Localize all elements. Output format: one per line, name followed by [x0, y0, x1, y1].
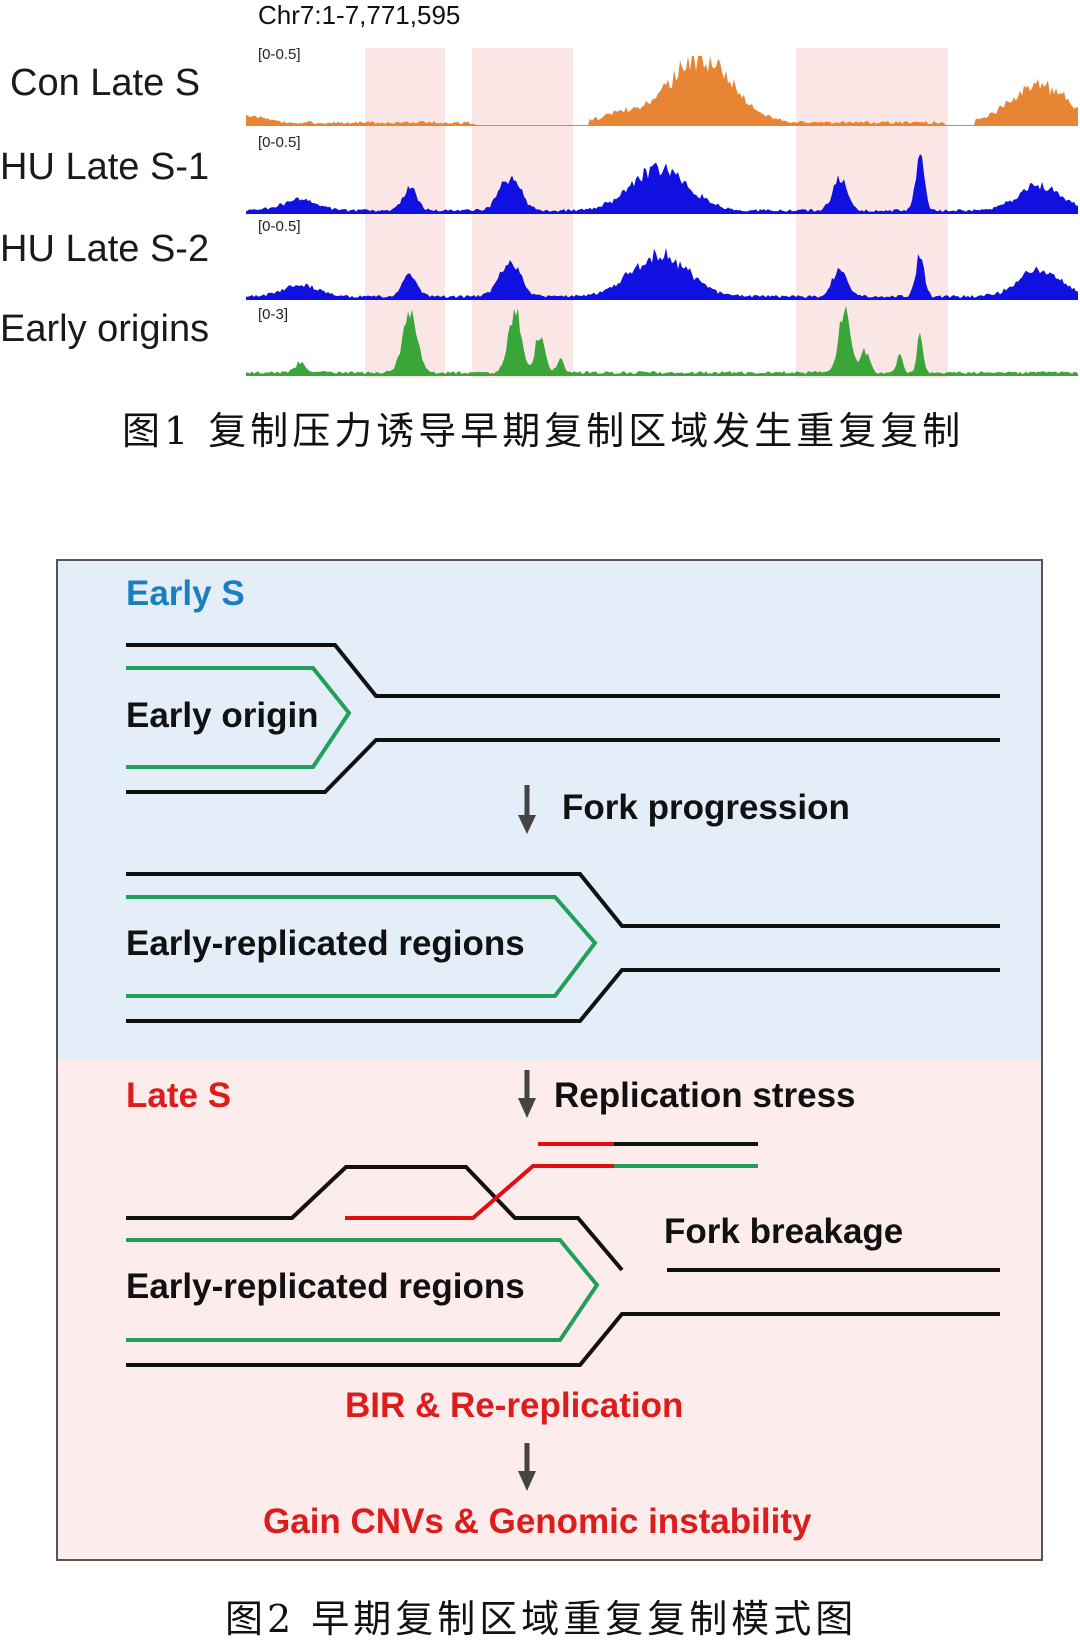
parental-strand-bottom	[126, 738, 1000, 794]
early-s-panel	[57, 560, 1042, 1060]
parental-strand-bottom	[126, 1312, 1000, 1367]
genome-browser-tracks	[246, 48, 1078, 378]
parental-strand-top	[126, 1165, 624, 1272]
fork-breakage-label: Fork breakage	[664, 1212, 904, 1251]
figure1-caption: 图1 复制压力诱导早期复制区域发生重复复制	[122, 409, 965, 453]
track-label-con-late-s: Con Late S	[10, 62, 201, 104]
track-range-hu-late-s-1: [0-0.5]	[258, 134, 301, 151]
early-s-title: Early S	[126, 574, 245, 613]
broken-fork	[126, 1142, 1000, 1367]
fork-progression-label: Fork progression	[562, 788, 850, 827]
new-strand	[126, 666, 352, 769]
parental-strand-top	[126, 643, 1000, 698]
bir-rereplication-label: BIR & Re-replication	[345, 1386, 684, 1425]
track-range-con-late-s: [0-0.5]	[258, 46, 301, 63]
outcome-label: Gain CNVs & Genomic instability	[263, 1502, 812, 1541]
track-label-hu-late-s-1: HU Late S-1	[0, 146, 210, 188]
late-s-title: Late S	[126, 1076, 232, 1115]
track-range-early-origins: [0-3]	[258, 306, 289, 323]
signal-track-4	[246, 306, 1078, 376]
late-regions-label: Early-replicated regions	[126, 1267, 525, 1306]
early-origin-label: Early origin	[126, 696, 319, 735]
down-arrow-icon	[518, 1443, 536, 1491]
replication-stress-label: Replication stress	[554, 1076, 856, 1115]
parental-strand-top	[126, 872, 1000, 928]
down-arrow-icon	[518, 1070, 536, 1118]
new-strand	[126, 1238, 600, 1342]
genome-coordinate: Chr7:1-7,771,595	[258, 0, 461, 30]
early-regions-label: Early-replicated regions	[126, 924, 525, 963]
track-range-hu-late-s-2: [0-0.5]	[258, 218, 301, 235]
signal-track-2	[246, 154, 1078, 214]
model-frame	[56, 559, 1043, 1561]
parental-strand-bottom	[126, 968, 1000, 1023]
signal-track-3	[246, 247, 1078, 300]
signal-track-1	[246, 56, 1078, 126]
track-label-hu-late-s-2: HU Late S-2	[0, 228, 210, 270]
down-arrow-icon	[518, 785, 536, 834]
new-strand	[126, 895, 598, 998]
progressed-fork	[126, 872, 1000, 1023]
bir-strand	[345, 1164, 614, 1220]
early-origin-fork	[126, 643, 1000, 794]
figure2-caption: 图2 早期复制区域重复复制模式图	[225, 1597, 858, 1641]
track-label-early-origins: Early origins	[0, 308, 210, 350]
late-s-panel	[57, 1060, 1042, 1560]
